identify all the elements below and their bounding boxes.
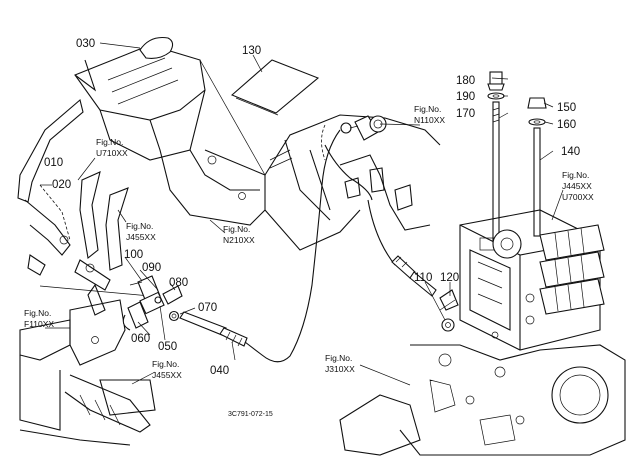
svg-text:Fig.No.: Fig.No. xyxy=(96,137,123,147)
fig-ref-j455-upper[interactable]: Fig.No. J455XX xyxy=(126,221,156,242)
callout-100: 100 xyxy=(124,249,143,261)
callout-070: 070 xyxy=(198,302,217,314)
svg-text:Fig.No.: Fig.No. xyxy=(414,104,441,114)
lever-knob-drawing xyxy=(139,36,174,59)
callout-040: 040 xyxy=(210,365,229,377)
svg-text:U710XX: U710XX xyxy=(96,148,128,158)
callout-labels: 030 130 180 190 170 150 160 140 010 020 … xyxy=(44,38,580,377)
transmission-housing-drawing xyxy=(339,344,626,456)
svg-text:Fig.No.: Fig.No. xyxy=(152,359,179,369)
drawing-code: 3C791-072-15 xyxy=(228,411,273,418)
callout-020: 020 xyxy=(52,179,71,191)
callout-170: 170 xyxy=(456,108,475,120)
svg-text:J310XX: J310XX xyxy=(325,364,355,374)
callout-060: 060 xyxy=(131,333,150,345)
control-valve-drawing xyxy=(459,209,605,351)
figure-references: Fig.No. U710XX Fig.No. N110XX Fig.No. J4… xyxy=(24,104,594,380)
svg-text:N110XX: N110XX xyxy=(414,115,445,125)
long-bolts-drawing xyxy=(487,71,547,243)
fig-ref-j455-lower[interactable]: Fig.No. J455XX xyxy=(152,359,182,380)
svg-text:Fig.No.: Fig.No. xyxy=(126,221,153,231)
leader-lines xyxy=(40,42,564,386)
manual-sheet-drawing xyxy=(230,59,320,116)
svg-text:J455XX: J455XX xyxy=(152,370,182,380)
fig-ref-n210[interactable]: Fig.No. N210XX xyxy=(223,224,255,245)
callout-030: 030 xyxy=(76,38,95,50)
fig-ref-f110[interactable]: Fig.No. F110XX xyxy=(24,308,54,329)
svg-text:F110XX: F110XX xyxy=(24,319,54,329)
callout-110: 110 xyxy=(414,272,432,284)
callout-190: 190 xyxy=(456,91,475,103)
svg-text:Fig.No.: Fig.No. xyxy=(24,308,51,318)
svg-text:Fig.No.: Fig.No. xyxy=(325,353,352,363)
fig-ref-j310[interactable]: Fig.No. J310XX xyxy=(325,353,355,374)
svg-text:J455XX: J455XX xyxy=(126,232,156,242)
valve-cable-drawing xyxy=(391,255,459,332)
floor-panel-drawing xyxy=(264,114,441,251)
control-parts-drawing xyxy=(122,275,183,331)
svg-text:J445XX: J445XX xyxy=(562,181,592,191)
fig-ref-n110[interactable]: Fig.No. N110XX xyxy=(414,104,445,125)
callout-160: 160 xyxy=(557,119,576,131)
fig-ref-u710[interactable]: Fig.No. U710XX xyxy=(96,137,128,158)
callout-180: 180 xyxy=(456,75,475,87)
svg-text:Fig.No.: Fig.No. xyxy=(562,170,589,180)
lever-assembly-drawing xyxy=(17,99,151,316)
callout-090: 090 xyxy=(142,262,161,274)
bracket-drawing xyxy=(19,299,156,446)
fender-assembly-drawing xyxy=(74,44,266,226)
cable-end-drawing xyxy=(340,115,387,141)
svg-text:U700XX: U700XX xyxy=(562,192,594,202)
fig-ref-j445[interactable]: Fig.No. J445XX U700XX xyxy=(562,170,594,202)
callout-080: 080 xyxy=(169,277,188,289)
callout-120: 120 xyxy=(440,272,459,284)
control-cable-drawing xyxy=(179,129,396,363)
callout-140: 140 xyxy=(561,146,580,158)
callout-150: 150 xyxy=(557,102,576,114)
svg-text:N210XX: N210XX xyxy=(223,235,255,245)
callout-010: 010 xyxy=(44,157,63,169)
svg-text:Fig.No.: Fig.No. xyxy=(223,224,250,234)
callout-050: 050 xyxy=(158,341,177,353)
callout-130: 130 xyxy=(242,45,261,57)
